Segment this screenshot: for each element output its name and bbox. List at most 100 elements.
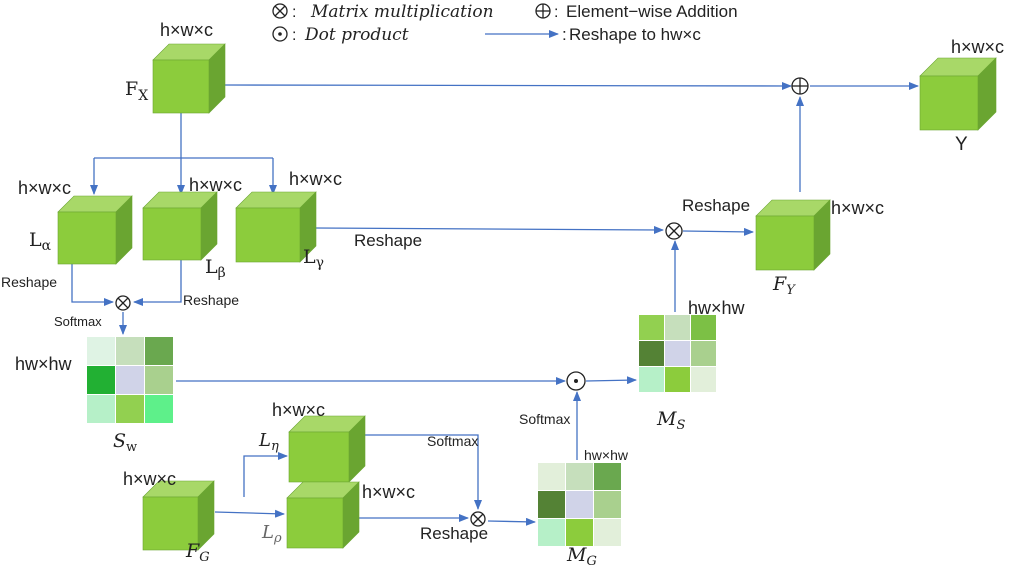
reshape-legend-prefix: : (562, 25, 567, 44)
fg-label-sub: G (199, 550, 209, 565)
mg-matrix-cell (566, 491, 593, 518)
ms-matrix-cell (665, 367, 690, 392)
lb-label-sub: β (218, 265, 226, 281)
matmul-to-mg-arrow (487, 517, 536, 526)
ms-label: MS (656, 408, 685, 433)
lg-cube (235, 191, 317, 263)
reshape-la-label: Reshape (1, 274, 57, 290)
mg-matrix-cell (594, 519, 621, 546)
dot-legend-prefix: : (292, 27, 296, 44)
y-dims-label: h×w×c (951, 37, 1004, 57)
sw-label-sub: w (126, 440, 137, 455)
fy-cube (755, 199, 831, 271)
mg-matrix-cell (538, 519, 565, 546)
reshape-fy-label: Reshape (682, 196, 750, 215)
sw-matrix-cell (145, 337, 173, 365)
matmul-to-fy-arrow (682, 227, 754, 236)
ms-label-main: M (656, 408, 677, 430)
leta-to-matmul-arrow (349, 434, 482, 510)
lrho-label: Lρ (261, 522, 282, 546)
fg-dims-label: h×w×c (123, 469, 176, 489)
matmul-symbol-sw (115, 295, 131, 311)
lrho-label-sub: ρ (273, 531, 282, 546)
lg-label: Lγ (303, 246, 324, 271)
y-cube (919, 57, 997, 131)
lrho-dims-label: h×w×c (362, 482, 415, 502)
mg-matrix-cell (566, 463, 593, 490)
matmul-legend-prefix: : (292, 4, 296, 21)
mg-matrix-cell (538, 491, 565, 518)
sw-matrix (87, 337, 173, 423)
fg-cube (142, 480, 215, 551)
sw-matrix-cell (116, 395, 144, 423)
fg-to-leta-arrow (243, 452, 288, 497)
add-symbol (791, 77, 809, 95)
sw-matrix-cell (145, 395, 173, 423)
lg-label-sub: γ (316, 255, 324, 271)
lb-label: Lβ (205, 256, 226, 281)
sw-matrix-cell (116, 337, 144, 365)
lb-dims-label: h×w×c (189, 175, 242, 195)
ms-matrix-cell (639, 367, 664, 392)
la-cube (57, 195, 133, 265)
matmul-legend-text: Matrix multiplication (310, 2, 494, 22)
leta-dims-label: h×w×c (272, 400, 325, 420)
mg-matrix-cell (594, 463, 621, 490)
sw-label-main: S (113, 430, 126, 452)
ms-matrix-cell (691, 341, 716, 366)
sw-matrix-cell (87, 337, 115, 365)
fx-label-sub: X (138, 88, 148, 104)
softmax-leta-label: Softmax (427, 433, 478, 449)
lb-cube (142, 191, 218, 261)
lrho-cube (286, 481, 360, 549)
fx-to-add-arrow (222, 81, 792, 90)
sw-matrix-cell (116, 366, 144, 394)
ms-matrix-cell (639, 341, 664, 366)
leta-cube (288, 415, 366, 483)
lb-to-matmul-arrow (133, 260, 182, 306)
mg-matrix (538, 463, 621, 546)
ms-matrix-cell (691, 367, 716, 392)
softmax-sw-label: Softmax (54, 314, 102, 329)
fx-dims-label: h×w×c (160, 20, 213, 40)
sw-label: Sw (113, 430, 137, 455)
mg-dims-label: hw×hw (584, 447, 629, 463)
sw-matrix-cell (87, 366, 115, 394)
sw-matrix-cell (145, 366, 173, 394)
ms-matrix-cell (691, 315, 716, 340)
ms-matrix (639, 315, 716, 392)
mg-label-sub: G (586, 554, 596, 568)
leta-label: Lη (258, 430, 279, 454)
fy-label: FY (772, 273, 796, 298)
la-label-main: L (29, 229, 42, 251)
fg-to-lrho-arrow (214, 509, 285, 518)
reshape-legend-text: Reshape to hw×c (569, 25, 701, 44)
mg-matrix-cell (538, 463, 565, 490)
lg-dims-label: h×w×c (289, 169, 342, 189)
fy-dims-label: h×w×c (831, 198, 884, 218)
ms-matrix-cell (639, 315, 664, 340)
fg-label: FG (185, 540, 210, 565)
sw-dims-label: hw×hw (15, 354, 73, 374)
fy-label-main: F (772, 273, 787, 295)
legend: : Matrix multiplication : Element−wise A… (272, 2, 738, 45)
matmul-symbol-mg (470, 511, 486, 527)
fx-label-main: F (125, 78, 138, 100)
fx-cube (152, 43, 226, 114)
reshape-lrho-label: Reshape (420, 524, 488, 543)
ms-matrix-cell (665, 341, 690, 366)
leta-label-main: L (258, 430, 271, 451)
add-legend-text: Element−wise Addition (566, 2, 738, 21)
leta-label-sub: η (271, 439, 279, 454)
softmax-ms-label: Softmax (519, 411, 570, 427)
fg-label-main: F (185, 540, 200, 562)
mg-matrix-cell (594, 491, 621, 518)
lrho-label-main: L (261, 522, 274, 543)
ms-matrix-cell (665, 315, 690, 340)
sw-matrix-cell (87, 395, 115, 423)
la-label-sub: α (42, 238, 52, 254)
mg-label: MG (566, 544, 597, 568)
mg-label-main: M (566, 544, 587, 566)
cubes (57, 43, 997, 551)
